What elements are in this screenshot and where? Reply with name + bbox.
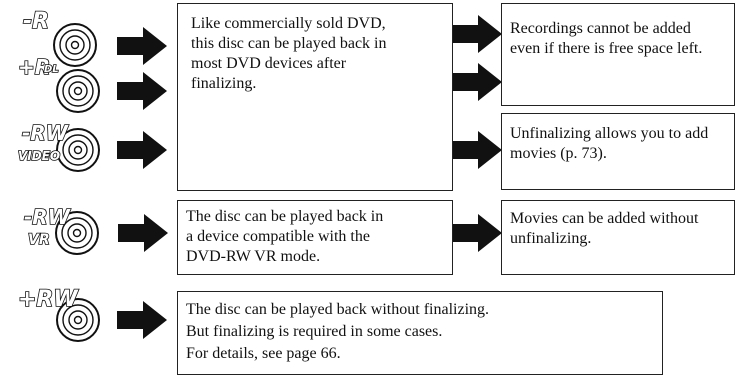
box-line: Movies can be added without — [510, 210, 699, 227]
vr-playback-box: The disc can be played back in a device … — [177, 200, 453, 275]
box-line: The disc can be played back without fina… — [186, 301, 490, 318]
right-arrow-icon — [452, 63, 502, 101]
right-arrow-icon — [117, 301, 167, 339]
box-line: The disc can be played back in — [186, 208, 384, 225]
box-line: Unfinalizing allows you to add — [510, 125, 709, 142]
box-line: Like commercially sold DVD, — [191, 15, 386, 32]
dl-logo: DL — [44, 64, 59, 75]
vr-add-box: Movies can be added without unfinalizing… — [501, 200, 735, 275]
dvd-rw-logo: -RW — [22, 121, 69, 145]
right-arrow-icon — [452, 15, 502, 53]
right-arrow-icon — [452, 131, 502, 169]
box-line: But finalizing is required in some cases… — [186, 323, 443, 340]
box-line: most DVD devices after — [191, 55, 347, 72]
finalize-playback-box: Like commercially sold DVD, this disc ca… — [177, 3, 453, 191]
dvd-plus-rw-disc-icon: +RW — [17, 286, 100, 342]
video-logo: VIDEO — [18, 149, 60, 163]
box-line: Recordings cannot be added — [510, 20, 691, 37]
right-arrow-icon — [117, 131, 167, 169]
dvd-plus-r-dl-disc-icon: +R DL — [17, 54, 100, 113]
box-line: movies (p. 73). — [510, 145, 607, 162]
box-line: a device compatible with the — [186, 228, 370, 245]
right-arrow-icon — [117, 72, 167, 110]
box-line: finalizing. — [191, 75, 257, 92]
dvd-r-disc-icon: -R — [22, 8, 97, 67]
plus-rw-box: The disc can be played back without fina… — [177, 291, 663, 375]
box-line: even if there is free space left. — [510, 40, 703, 57]
right-arrow-icon — [452, 214, 502, 252]
box-line: this disc can be played back in — [191, 35, 387, 52]
dvd-rw-video-disc-icon: -RW VIDEO — [17, 120, 100, 172]
dvd-rw-vr-disc-icon: -RW VR — [23, 204, 99, 255]
no-add-box: Recordings cannot be added even if there… — [501, 3, 735, 106]
box-line: DVD-RW VR mode. — [186, 248, 321, 265]
box-line: unfinalizing. — [510, 230, 592, 247]
dvd-r-logo: -R — [23, 9, 49, 34]
dvd-plus-r-logo: +R — [18, 55, 50, 79]
right-arrow-icon — [118, 214, 168, 252]
box-line: For details, see page 66. — [186, 345, 341, 362]
vr-logo: VR — [28, 232, 50, 248]
right-arrow-icon — [117, 27, 167, 65]
dvd-plus-rw-logo: +RW — [18, 287, 79, 312]
unfinalize-add-box: Unfinalizing allows you to add movies (p… — [501, 113, 735, 190]
dvd-rw-vr-logo: -RW — [24, 205, 71, 229]
